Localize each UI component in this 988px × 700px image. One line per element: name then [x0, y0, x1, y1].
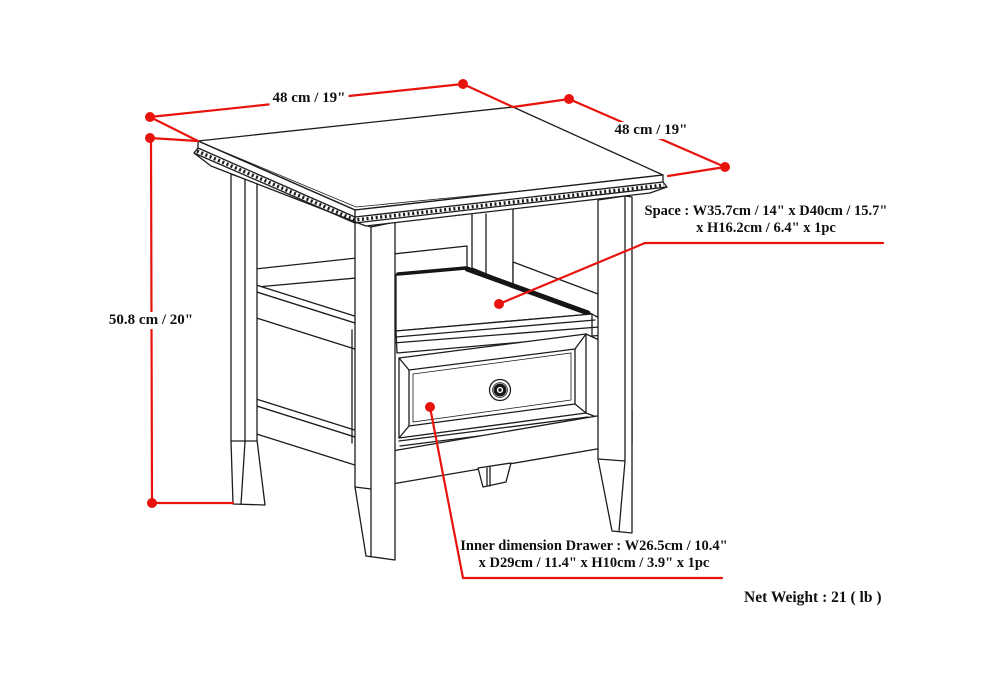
- dimension-label-height: 50.8 cm / 20": [105, 312, 197, 329]
- pendant-bracket: [477, 462, 512, 488]
- callout-drawer-line2: x D29cm / 11.4" x H10cm / 3.9" x 1pc: [478, 555, 710, 571]
- front-leg: [354, 221, 396, 561]
- dimension-label-top-right: 48 cm / 19": [611, 122, 691, 139]
- callout-space-text: Space : W35.7cm / 14" x D40cm / 15.7" x …: [645, 203, 888, 237]
- callout-drawer-text: Inner dimension Drawer : W26.5cm / 10.4"…: [460, 538, 727, 572]
- callout-space-line1: Space : W35.7cm / 14" x D40cm / 15.7": [644, 203, 888, 219]
- callout-drawer-line1: Inner dimension Drawer : W26.5cm / 10.4": [460, 538, 728, 554]
- callout-space-line2: x H16.2cm / 6.4" x 1pc: [696, 220, 836, 236]
- right-leg: [597, 195, 633, 534]
- callout-space-leader: [494, 241, 885, 309]
- left-back-leg: [230, 173, 266, 506]
- drawer-knob: [488, 378, 512, 402]
- net-weight-label: Net Weight : 21 ( lb ): [744, 589, 882, 606]
- dimension-annotations: [145, 79, 885, 580]
- left-rails: [243, 282, 365, 467]
- callout-drawer-leader: [425, 402, 724, 580]
- tabletop: [193, 106, 668, 227]
- dimension-label-top-left: 48 cm / 19": [269, 90, 349, 107]
- drawer: [398, 333, 600, 439]
